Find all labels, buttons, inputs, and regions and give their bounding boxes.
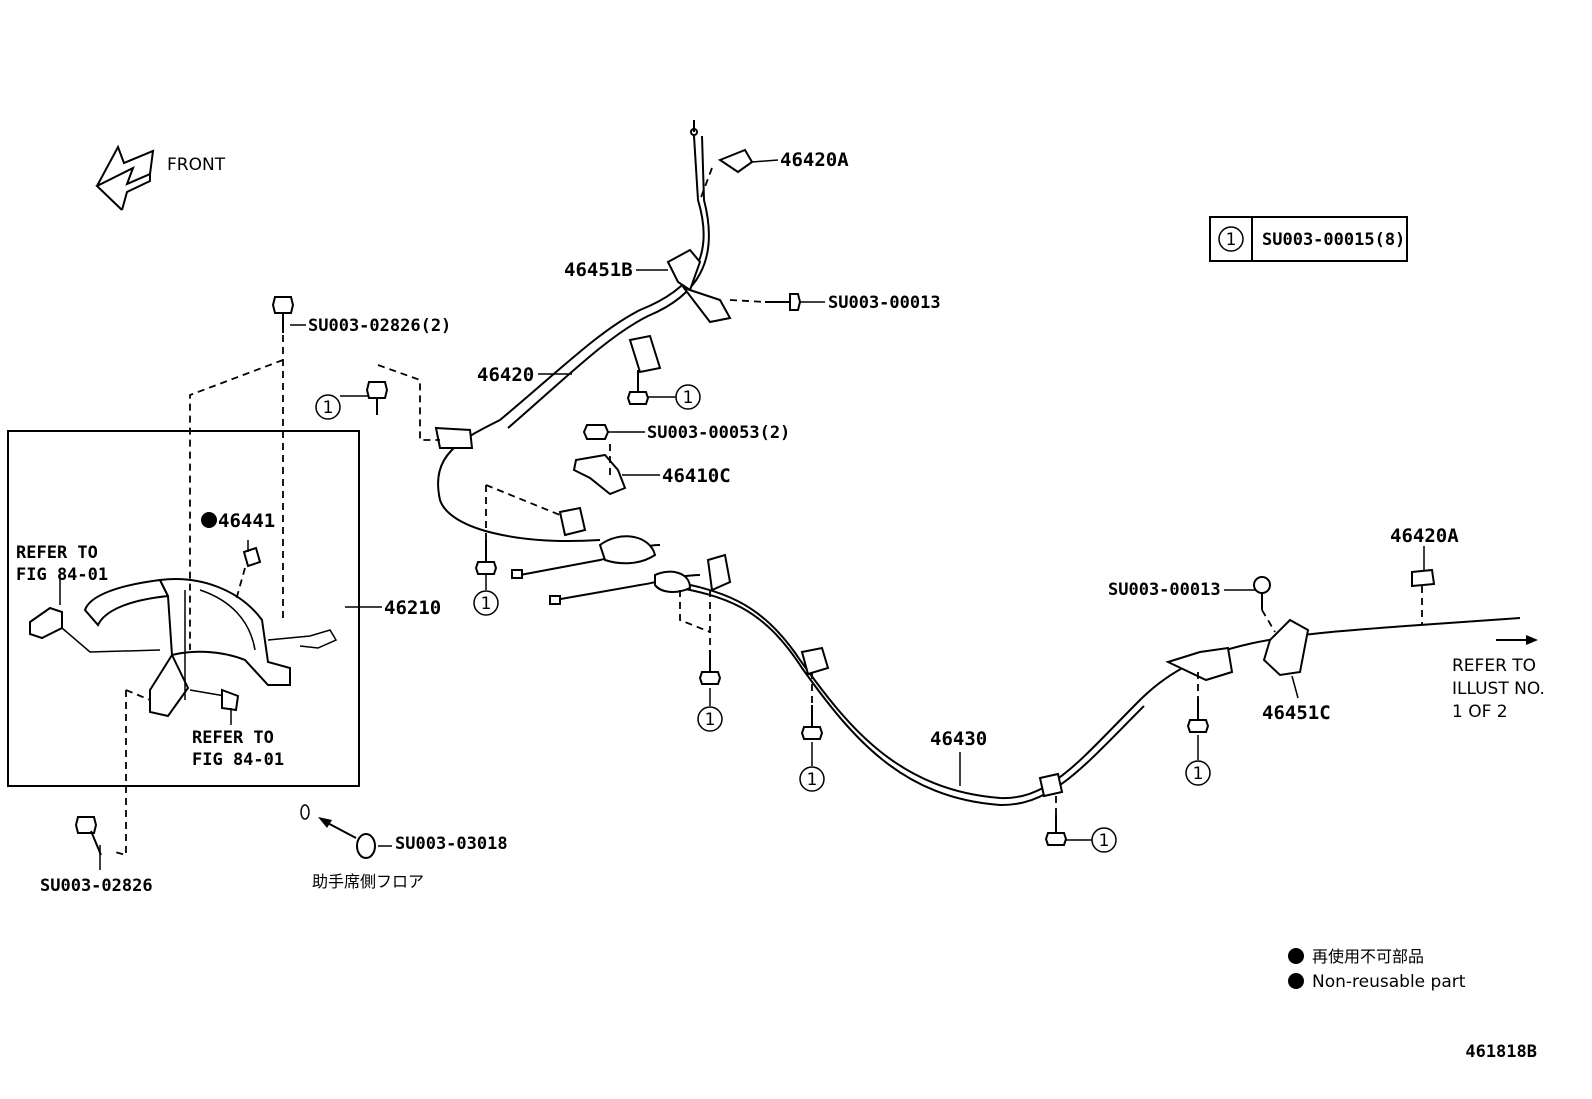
lever-assembly-frame (7, 430, 360, 787)
label-46451c: 46451C (1262, 702, 1331, 724)
circle-marker-1g: 1 (1099, 831, 1110, 851)
note-jp: 再使用不可部品 (1312, 947, 1424, 966)
note-en-bullet-icon (1288, 973, 1304, 989)
non-reusable-marker-icon (201, 512, 217, 528)
refer-illust-line2: ILLUST NO. (1452, 679, 1545, 699)
dashed-guide-lines (114, 167, 1423, 857)
note-jp-bullet-icon (1288, 948, 1304, 964)
label-su003-03018: SU003-03018 (395, 834, 508, 854)
label-46210: 46210 (384, 597, 441, 619)
grommet-ring (356, 833, 376, 859)
cable-clamps (434, 148, 1436, 798)
legend-box (1209, 216, 1408, 262)
front-label: FRONT (167, 155, 226, 175)
cable-46430 (664, 579, 1521, 807)
label-46420a-right: 46420A (1390, 525, 1459, 547)
cable-ends (511, 535, 701, 605)
label-passenger-floor: 助手席側フロア (312, 872, 424, 891)
refer-left-line1: REFER TO (16, 543, 98, 563)
label-su003-00013-top: SU003-00013 (828, 293, 941, 313)
figure-code: 461818B (1465, 1042, 1537, 1062)
label-46410c: 46410C (662, 465, 731, 487)
legend-code: SU003-00015(8) (1262, 230, 1405, 250)
label-46420a-top: 46420A (780, 149, 849, 171)
refer-bottom-line2: FIG 84-01 (192, 750, 284, 770)
refer-illust-line1: REFER TO (1452, 656, 1536, 676)
note-en: Non-reusable part (1312, 972, 1466, 992)
circle-marker-1c: 1 (481, 594, 492, 614)
label-su003-00013-right: SU003-00013 (1108, 580, 1221, 600)
parking-brake-lever-assembly (29, 546, 338, 718)
label-46441: 46441 (218, 510, 275, 532)
grommet-small (300, 804, 310, 820)
label-su003-00053-2: SU003-00053(2) (647, 423, 790, 443)
legend-symbol: 1 (1226, 230, 1237, 250)
label-46430: 46430 (930, 728, 987, 750)
circle-marker-1d: 1 (705, 710, 716, 730)
circle-marker-1e: 1 (807, 770, 818, 790)
circle-marker-1a: 1 (323, 398, 334, 418)
circle-marker-1f: 1 (1193, 764, 1204, 784)
label-su003-02826: SU003-02826 (40, 876, 153, 896)
label-su003-02826-2: SU003-02826(2) (308, 316, 451, 336)
front-arrow-icon (95, 144, 155, 211)
label-46420: 46420 (477, 364, 534, 386)
refer-left-line2: FIG 84-01 (16, 565, 108, 585)
label-46451b: 46451B (564, 259, 633, 281)
circle-marker-1b: 1 (683, 388, 694, 408)
circle-markers: 1 1 1 1 1 1 1 (315, 384, 1211, 853)
leader-lines (59, 159, 1538, 870)
refer-illust-line3: 1 OF 2 (1452, 702, 1508, 722)
refer-bottom-line1: REFER TO (192, 728, 274, 748)
bolt-icons (74, 293, 1271, 856)
